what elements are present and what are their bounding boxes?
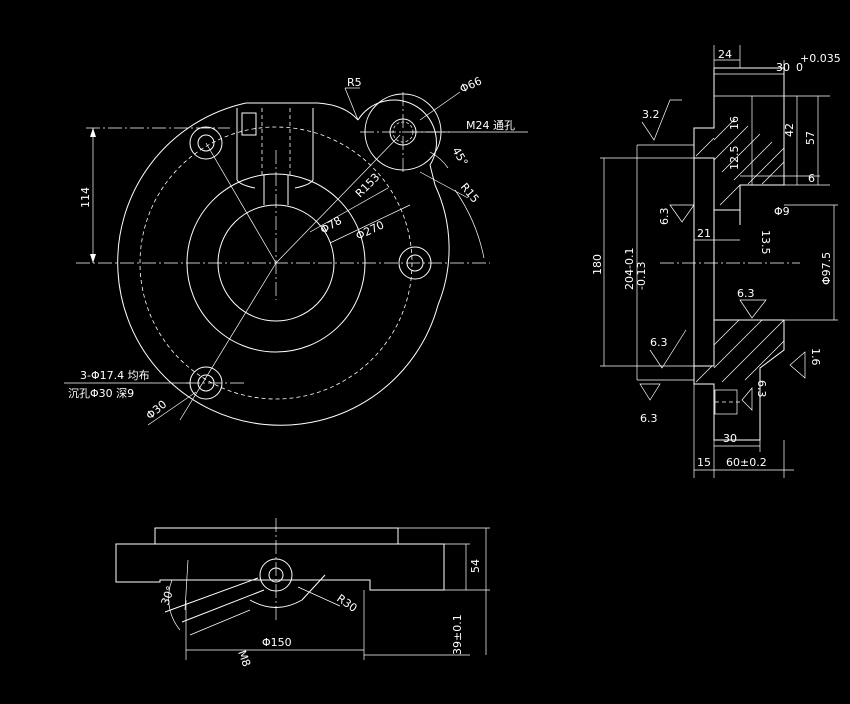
bottom-view: 30° R30 M8 Φ150 54 39±0.1 [115, 518, 490, 669]
r30-leader [297, 586, 341, 607]
dim-r5: R5 [347, 76, 362, 89]
dim-21: 21 [697, 227, 711, 240]
phi270-leader [329, 204, 411, 244]
radial-to-bottom-hole [179, 262, 277, 421]
m8-leader [189, 609, 251, 636]
outer-boundary-arc [117, 102, 439, 426]
lobe-outline [357, 99, 450, 306]
set-screw-rect [241, 112, 257, 136]
r15-leader [419, 171, 469, 199]
dim-30-tol-sup: +0.035 [800, 52, 841, 65]
dim-24: 24 [718, 48, 732, 61]
outer-arc-dim [454, 189, 485, 259]
dim-42: 42 [783, 123, 796, 137]
dim-phi270: Φ270 [354, 218, 386, 242]
roughness-6-3-symbol-d [739, 299, 767, 319]
dim-39: 39±0.1 [451, 614, 464, 655]
hole-note-line2: 沉孔Φ30 深9 [68, 387, 134, 400]
boss-circle-bottom [259, 558, 293, 592]
bolt-circle [139, 126, 413, 400]
roughness-1-6-symbol [789, 351, 806, 379]
angle-30-arc [168, 579, 181, 631]
rough-6-3-b: 6.3 [737, 287, 755, 300]
dim-54: 54 [469, 559, 482, 573]
dim-180: 180 [591, 254, 604, 275]
dim-204-sub: -0.13 [635, 262, 648, 290]
hole-note-line1: 3-Φ17.4 均布 [80, 369, 150, 382]
radial-to-top-hole [205, 142, 277, 264]
dim-15: 15 [697, 456, 711, 469]
roughness-6-3-symbol-b [649, 329, 687, 369]
dim-30-tol: 30 [776, 61, 790, 74]
upper-section [693, 67, 785, 211]
dim-phi9: Φ9 [774, 205, 790, 218]
roughness-6-3-symbol-e [741, 387, 753, 411]
dim-45deg: 45° [449, 145, 470, 168]
dim-30-b: 30 [723, 432, 737, 445]
lower-section [693, 319, 785, 441]
dim-r153: R153 [353, 171, 382, 200]
rough-6-3-c: 6.3 [650, 336, 668, 349]
phi66-leader [419, 91, 461, 121]
rough-3-2: 3.2 [642, 108, 660, 121]
roughness-3-2-symbol [641, 99, 682, 141]
dim-phi66: Φ66 [458, 74, 484, 95]
dim-m8: M8 [235, 649, 253, 669]
hatch-lower [695, 319, 785, 383]
phi78-leader [309, 187, 389, 233]
dim-phi97-5: Φ97.5 [820, 252, 833, 285]
dim-r30: R30 [334, 592, 359, 615]
arrow [90, 254, 96, 263]
roughness-6-3-symbol-c [639, 383, 661, 401]
r153-leader [275, 134, 401, 264]
dim-30deg: 30° [159, 584, 178, 607]
dim-13-5: 13.5 [759, 230, 772, 255]
slot-bottom-curves [236, 179, 314, 189]
ext [184, 559, 189, 611]
dim-204: 204-0.1 [623, 248, 636, 290]
rough-6-3-d: 6.3 [640, 412, 658, 425]
angle-45-arc [429, 151, 449, 169]
dim-phi78: Φ78 [318, 214, 344, 237]
dim-57: 57 [804, 131, 817, 145]
dim-12-5: 12.5 [728, 146, 741, 171]
hole-bottom [268, 567, 284, 583]
dim-114: 114 [79, 187, 92, 208]
base-outline [115, 543, 445, 591]
top-plate [154, 527, 399, 545]
bolt-hole-top [86, 126, 230, 160]
rough-6-3-e: 6.3 [755, 380, 768, 398]
bore-circle [217, 204, 335, 322]
dim-r15: R15 [458, 181, 482, 206]
dim-phi30: Φ30 [144, 398, 170, 423]
front-view: R5 Φ66 M24 通孔 45° R15 R153 Φ78 Φ270 114 … [64, 74, 528, 426]
arm-outline [164, 574, 326, 623]
arrow [90, 128, 96, 137]
dim-6: 6 [808, 172, 815, 185]
phi30-leader [147, 391, 197, 426]
dim-60: 60±0.2 [726, 456, 767, 469]
roughness-6-3-symbol-a [669, 204, 695, 223]
boss-circle [186, 173, 366, 353]
bolt-hole-bottom [186, 366, 246, 400]
bolt-hole-right [398, 246, 432, 280]
section-view: 24 30 +0.035 0 3.2 16 42 57 12.5 6 6.3 Φ… [591, 45, 841, 478]
rough-6-3-a: 6.3 [658, 208, 671, 226]
rough-1-6: 1.6 [809, 348, 822, 366]
dim-phi150: Φ150 [262, 636, 292, 649]
dim-30-tol-sub: 0 [796, 61, 803, 74]
r5-fillet [317, 102, 359, 121]
dim-m24: M24 通孔 [466, 119, 515, 132]
dim-16: 16 [728, 116, 741, 130]
r5-leader [344, 87, 359, 121]
hatch-upper [695, 118, 785, 206]
